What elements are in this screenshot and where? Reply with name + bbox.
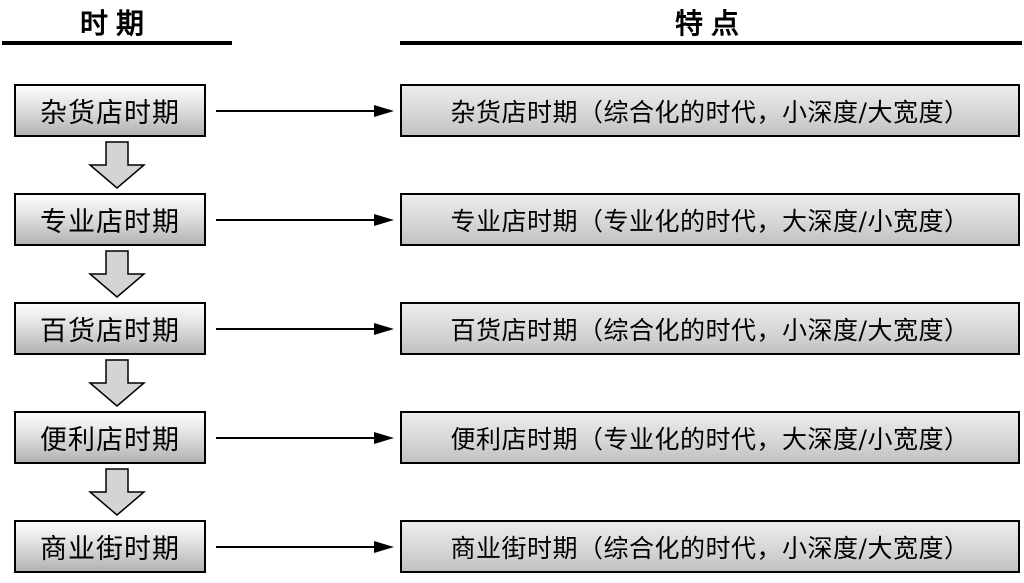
period-box: 商业街时期 bbox=[14, 520, 206, 573]
down-arrow-icon bbox=[88, 250, 146, 298]
feature-box: 专业店时期（专业化的时代，大深度/小宽度） bbox=[400, 193, 1020, 246]
period-box: 杂货店时期 bbox=[14, 84, 206, 137]
double-rule-right bbox=[400, 41, 1022, 45]
feature-box: 杂货店时期（综合化的时代，小深度/大宽度） bbox=[400, 84, 1020, 137]
feature-box: 便利店时期（专业化的时代，大深度/小宽度） bbox=[400, 411, 1020, 464]
double-rule-left bbox=[2, 41, 232, 45]
column-header-period: 时期 bbox=[79, 7, 152, 40]
right-arrow-icon bbox=[216, 430, 394, 446]
down-arrow-icon bbox=[88, 141, 146, 189]
down-arrow-icon bbox=[88, 468, 146, 516]
right-arrow-icon bbox=[216, 539, 394, 555]
period-box: 便利店时期 bbox=[14, 411, 206, 464]
feature-box: 商业街时期（综合化的时代，小深度/大宽度） bbox=[400, 520, 1020, 573]
down-arrow-icon bbox=[88, 359, 146, 407]
feature-box: 百货店时期（综合化的时代，小深度/大宽度） bbox=[400, 302, 1020, 355]
right-arrow-icon bbox=[216, 103, 394, 119]
column-header-feature: 特点 bbox=[674, 7, 747, 40]
right-arrow-icon bbox=[216, 321, 394, 337]
period-box: 百货店时期 bbox=[14, 302, 206, 355]
period-box: 专业店时期 bbox=[14, 193, 206, 246]
right-arrow-icon bbox=[216, 212, 394, 228]
